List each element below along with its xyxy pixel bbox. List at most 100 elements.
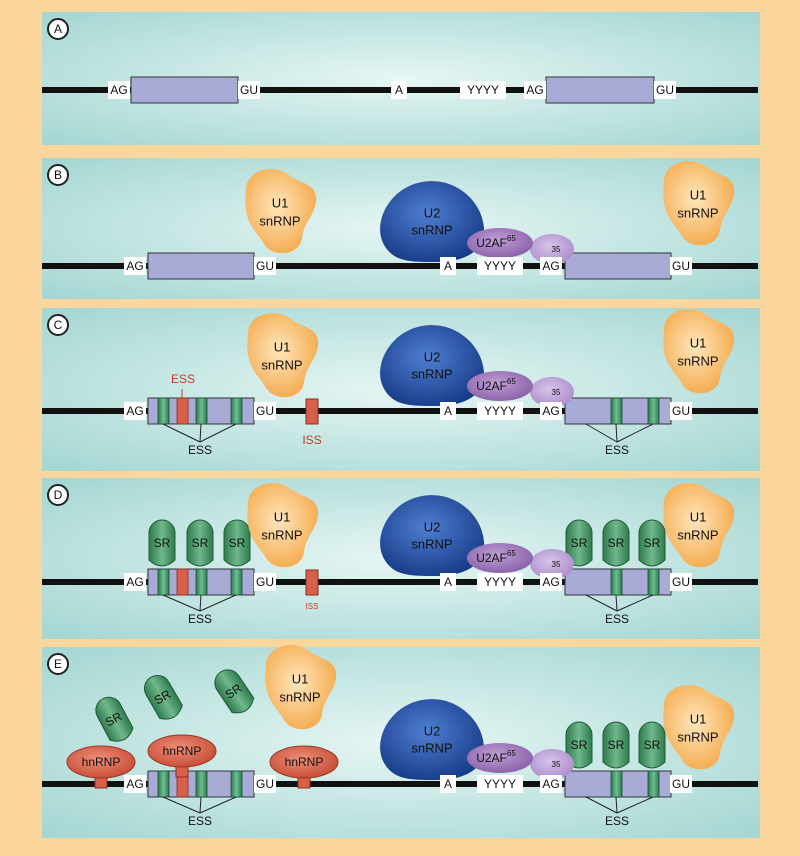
- u2af65-subunit: [467, 543, 533, 573]
- branch-point-a: A: [440, 775, 456, 793]
- ag-label-right-text: AG: [542, 777, 559, 791]
- gu-label-left-bg: [238, 81, 260, 99]
- u1-label-line1: U1: [274, 339, 291, 354]
- u1-label-line2: snRNP: [261, 527, 302, 542]
- gu-label-right-bg: [670, 573, 692, 591]
- ess-label: ESS: [605, 443, 629, 457]
- polypyrimidine-tract: YYYY: [477, 257, 523, 275]
- ag-label-left-bg: [124, 775, 146, 793]
- ess-leader-line: [162, 594, 201, 612]
- sr-shape: [638, 519, 666, 567]
- gu-label-right-text: GU: [672, 777, 690, 791]
- gu-label-right-text: GU: [672, 404, 690, 418]
- u1-snrnp-shape: [247, 483, 319, 568]
- gu-label-right: GU: [670, 775, 692, 793]
- sr-protein: SR: [602, 519, 630, 567]
- hnrnp-shape: [269, 745, 339, 779]
- sr-label: SR: [608, 536, 625, 550]
- u2af65-subunit: [467, 228, 533, 258]
- ag-label-left: AG: [124, 402, 146, 420]
- gu-label-left: GU: [238, 81, 260, 99]
- u1-label-line2: snRNP: [677, 729, 718, 744]
- polypyrimidine-tract: YYYY: [477, 573, 523, 591]
- u1-label-line1: U1: [274, 509, 291, 524]
- panel-letter: C: [54, 318, 63, 332]
- u1-snrnp-shape: [663, 483, 735, 568]
- sr-protein: SR: [148, 519, 176, 567]
- u1-snrnp-shape: [663, 161, 735, 246]
- branch-point-a-bg: [440, 573, 456, 591]
- u1-snrnp-shape: [247, 313, 319, 398]
- polypyrimidine-tract-text: YYYY: [484, 404, 516, 418]
- u2af-label: U2AF65: [476, 377, 516, 393]
- gu-label-left-bg: [254, 775, 276, 793]
- sr-label: SR: [229, 536, 246, 550]
- ag-label-right-bg: [540, 775, 562, 793]
- gu-label-right: GU: [670, 257, 692, 275]
- ess-leader-line: [162, 796, 201, 814]
- ess-leader-line: [616, 423, 654, 443]
- exon: [147, 770, 255, 798]
- ag-label-right: AG: [524, 81, 546, 99]
- u1-label-line2: snRNP: [279, 689, 320, 704]
- sr-shape: [565, 519, 593, 567]
- hnrnp-shape: [66, 745, 136, 779]
- ess-annotation: ESS: [162, 594, 237, 626]
- ag-label-left: AG: [124, 257, 146, 275]
- exon: [147, 397, 255, 425]
- sr-label: SR: [154, 536, 171, 550]
- exon: [564, 770, 672, 798]
- hnrnp-label: hnRNP: [82, 755, 121, 769]
- ess-annotation: ESS: [162, 423, 237, 457]
- branch-point-a-text: A: [395, 83, 403, 97]
- exonic-enhancer-band: [230, 397, 243, 425]
- panel-letter-badge: [47, 653, 69, 675]
- gu-label-right-text: GU: [672, 575, 690, 589]
- ag-label-right: AG: [540, 402, 562, 420]
- u1-snrnp-shape: [265, 645, 337, 730]
- gu-label-right-bg: [670, 257, 692, 275]
- exon-box: [147, 252, 255, 280]
- ess-label: ESS: [188, 612, 212, 626]
- exon: [147, 252, 255, 280]
- ag-label-left-bg: [124, 402, 146, 420]
- u1-label-line2: snRNP: [261, 357, 302, 372]
- ess-leader-line: [199, 594, 237, 612]
- branch-point-a-text: A: [444, 404, 452, 418]
- polypyrimidine-tract: YYYY: [477, 775, 523, 793]
- ag-label-right-text: AG: [542, 404, 559, 418]
- gu-label-left: GU: [254, 573, 276, 591]
- ag-label-right-bg: [540, 402, 562, 420]
- ag-label-right: AG: [540, 257, 562, 275]
- polypyrimidine-tract-bg: [477, 573, 523, 591]
- hnrnp-protein: hnRNP: [66, 745, 136, 789]
- u2af35-label: 35: [552, 760, 561, 769]
- u2af65-subunit: [467, 371, 533, 401]
- gu-label-left-text: GU: [256, 404, 274, 418]
- exonic-enhancer-band: [195, 568, 208, 596]
- u2-snrnp-shape: [380, 181, 485, 262]
- sr-protein: SR: [565, 519, 593, 567]
- polypyrimidine-tract: YYYY: [460, 81, 506, 99]
- exonic-enhancer-band: [610, 397, 623, 425]
- u2-label-line2: snRNP: [411, 222, 452, 237]
- gu-label-right-bg: [670, 402, 692, 420]
- ag-label-left-text: AG: [126, 404, 143, 418]
- polypyrimidine-tract-bg: [477, 402, 523, 420]
- hnrnp-shape: [147, 734, 217, 768]
- u2-snrnp-shape: [380, 325, 485, 406]
- ess-label: ESS: [188, 814, 212, 828]
- sr-shape: [602, 519, 630, 567]
- branch-point-a-bg: [440, 257, 456, 275]
- gu-label-right-bg: [670, 775, 692, 793]
- u1-snrnp: U1 snRNP: [247, 483, 319, 568]
- sr-label: SR: [571, 536, 588, 550]
- exonic-enhancer-band: [647, 770, 660, 798]
